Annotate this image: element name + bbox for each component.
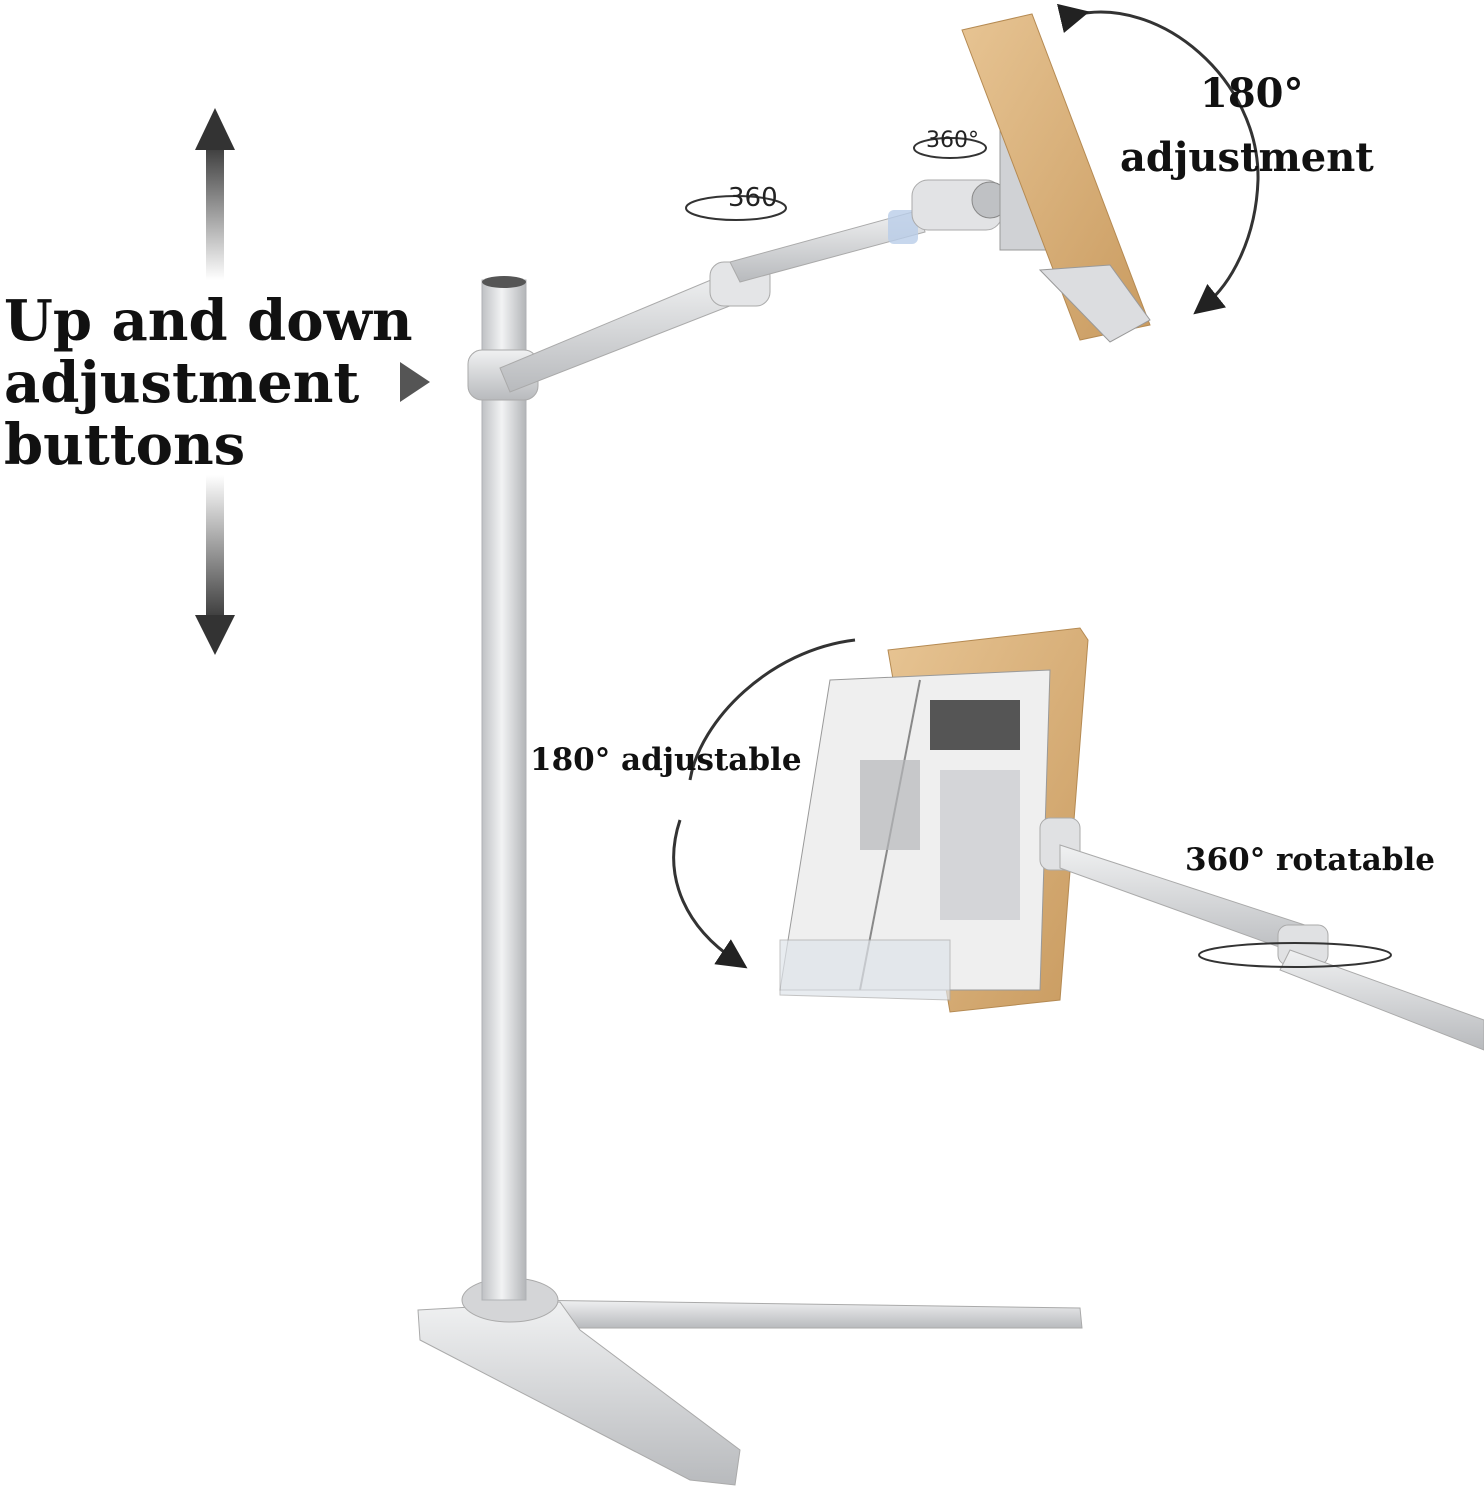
up-down-label: Up and down adjustment buttons	[4, 290, 424, 476]
top-rotate-arrow-icon	[1056, 3, 1260, 315]
arm-rotation-ring-icon	[685, 195, 787, 221]
mid-adjustable-label: 180° adjustable	[530, 742, 802, 778]
up-down-line-1: Up and down	[4, 288, 413, 354]
lower-rotation-ring-icon	[1198, 942, 1392, 968]
mount-rotation-label: 360°	[926, 128, 979, 153]
top-adjust-label: adjustment	[1120, 134, 1374, 181]
main-pole	[467, 276, 539, 1301]
lower-arm	[1039, 817, 1484, 1051]
stand-base	[417, 1277, 1083, 1486]
arm-rotation-label: 360	[728, 183, 778, 213]
up-down-line-3: buttons	[4, 412, 246, 478]
pointer-triangle-icon	[400, 362, 430, 402]
top-angle-label: 180°	[1200, 70, 1304, 117]
mount-rotation-ring-icon	[913, 137, 987, 159]
rotatable-label: 360° rotatable	[1185, 842, 1435, 878]
lower-book-board	[779, 627, 1089, 1013]
up-down-line-2: adjustment	[4, 350, 360, 416]
lower-rotate-arrow-icon	[672, 638, 856, 960]
up-down-arrow-icon	[195, 108, 235, 655]
